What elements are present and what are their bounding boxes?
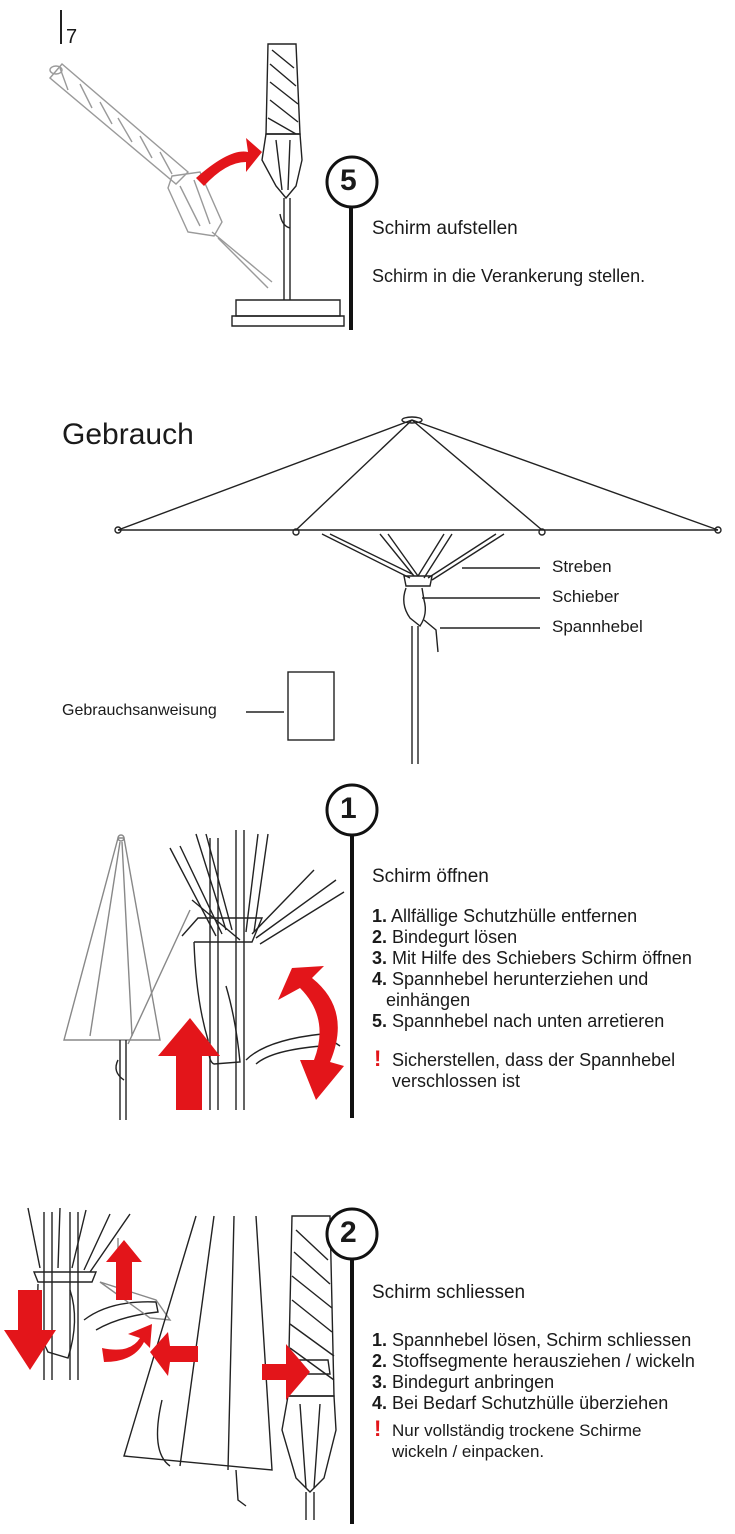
step5-text: Schirm in die Verankerung stellen.: [372, 266, 646, 286]
page-number: 7: [66, 26, 78, 48]
step5-number: 5: [340, 164, 357, 197]
step2-number: 2: [340, 1216, 357, 1249]
label-lever: Spannhebel: [552, 617, 643, 636]
step1-warning-icon: !: [374, 1046, 382, 1071]
step5-title: Schirm aufstellen: [372, 218, 518, 239]
step2-warning-icon: !: [374, 1416, 382, 1441]
list-item: einhängen: [386, 990, 471, 1010]
step2-list: 1. Spannhebel lösen, Schirm schliessen 2…: [372, 1330, 695, 1414]
page-number-rule: [60, 10, 62, 44]
step2-warning: Nur vollständig trockene Schirme wickeln…: [392, 1421, 642, 1461]
list-item: 1. Spannhebel lösen, Schirm schliessen: [372, 1330, 692, 1350]
list-item: 3. Mit Hilfe des Schiebers Schirm öffnen: [372, 948, 692, 968]
list-item: 2. Stoffsegmente herausziehen / wickeln: [372, 1351, 695, 1371]
list-item: 3. Bindegurt anbringen: [372, 1372, 555, 1392]
open-umbrella-diagram: [114, 416, 722, 764]
step-rules: [325, 155, 379, 1524]
step1-list: 1. Allfällige Schutzhülle entfernen 2. B…: [372, 906, 692, 1032]
step1-title: Schirm öffnen: [372, 866, 489, 887]
step5-illustration: [49, 43, 345, 327]
step1-illustration: [63, 830, 345, 1120]
list-item: 4. Spannhebel herunterziehen und: [372, 969, 649, 989]
step1-number: 1: [340, 792, 357, 825]
step2-circle: [325, 1207, 379, 1261]
step1-circle: [325, 783, 379, 837]
step2-illustration: [4, 1207, 337, 1520]
label-slider: Schieber: [552, 587, 620, 606]
list-item: 1. Allfällige Schutzhülle entfernen: [372, 906, 638, 926]
label-manual: Gebrauchsanweisung: [62, 702, 217, 719]
step2-title: Schirm schliessen: [372, 1282, 526, 1303]
list-item: 4. Bei Bedarf Schutzhülle überziehen: [372, 1393, 669, 1413]
step5-circle: [325, 155, 379, 209]
list-item: 2. Bindegurt lösen: [372, 927, 518, 947]
list-item: 5. Spannhebel nach unten arretieren: [372, 1011, 665, 1031]
label-struts: Streben: [552, 557, 612, 576]
step1-warning: Sicherstellen, dass der Spannhebel versc…: [392, 1050, 676, 1091]
section-title: Gebrauch: [62, 418, 194, 451]
